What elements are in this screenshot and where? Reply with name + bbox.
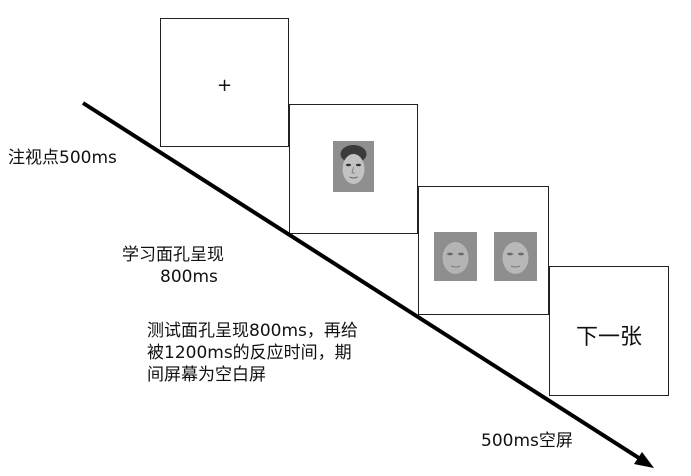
test-label-line3: 间屏幕为空白屏 bbox=[147, 365, 266, 385]
fixation-screen: + bbox=[160, 18, 289, 147]
face-drawing bbox=[494, 232, 537, 281]
next-label: 下一张 bbox=[575, 325, 642, 350]
study-label: 学习面孔呈现 800ms bbox=[122, 244, 224, 288]
study-label-line1: 学习面孔呈现 bbox=[122, 245, 224, 265]
study-face-image bbox=[333, 141, 374, 192]
test-face-right-image bbox=[494, 232, 537, 281]
study-face-screen bbox=[289, 104, 418, 234]
next-screen: 下一张 bbox=[549, 266, 669, 396]
test-face-left-image bbox=[434, 232, 477, 281]
fixation-cross: + bbox=[216, 75, 233, 96]
test-label-line2: 被1200ms的反应时间，期 bbox=[147, 343, 352, 363]
face-drawing bbox=[434, 232, 477, 281]
face-drawing bbox=[333, 141, 374, 192]
blank-screen-label: 500ms空屏 bbox=[481, 431, 573, 451]
test-label: 测试面孔呈现800ms，再给 被1200ms的反应时间，期 间屏幕为空白屏 bbox=[147, 320, 417, 386]
test-face-screen bbox=[418, 186, 549, 315]
test-label-line1: 测试面孔呈现800ms，再给 bbox=[147, 321, 358, 341]
fixation-label: 注视点500ms bbox=[8, 148, 117, 168]
study-label-line2: 800ms bbox=[160, 267, 218, 287]
timeline-arrow-head bbox=[634, 452, 654, 468]
